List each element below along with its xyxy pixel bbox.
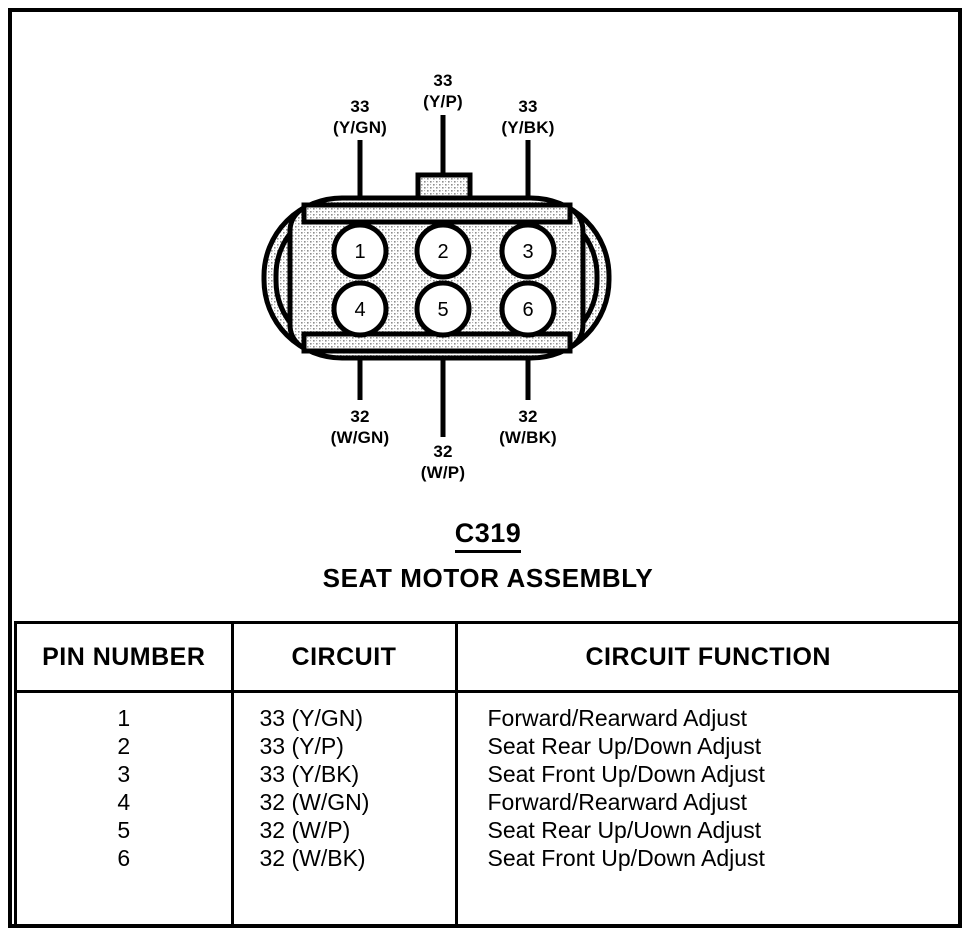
pin-number-1: 1	[354, 241, 365, 263]
wire-gauge: 33	[433, 71, 453, 90]
wire-color-code: (W/P)	[420, 463, 466, 482]
circuit-value: 32 (W/GN)	[259, 789, 370, 815]
wire-color-code: (Y/GN)	[332, 118, 388, 137]
circuit-value: 33 (Y/GN)	[259, 705, 364, 731]
wire-label-pin-5: 32 (W/P)	[401, 441, 485, 483]
wire-label-pin-6: 32 (W/BK)	[486, 406, 570, 448]
pin-cavity-1	[331, 222, 389, 280]
pin-number-3: 3	[522, 241, 533, 263]
pin-cavity-3	[499, 222, 557, 280]
pin-cavity-5	[414, 280, 472, 338]
wire-label-pin-4: 32 (W/GN)	[318, 406, 402, 448]
circuit-function-value: Seat Rear Up/Uown Adjust	[487, 817, 762, 843]
table-body-row: 1 2 3 4 5 6 33 (Y/GN) 33 (Y/P) 33 (Y/BK)	[17, 691, 959, 926]
wire-color-code: (Y/BK)	[501, 118, 555, 137]
wire-gauge: 32	[350, 407, 370, 426]
column-header-circuit-function: CIRCUIT FUNCTION	[456, 624, 959, 693]
circuit-function-value: Seat Front Up/Down Adjust	[487, 845, 765, 871]
assembly-name-title: SEAT MOTOR ASSEMBLY	[322, 563, 654, 593]
column-header-pin-number: PIN NUMBER	[17, 624, 234, 693]
wire-label-pin-2: 33 (Y/P)	[401, 70, 485, 112]
wire-gauge: 32	[518, 407, 538, 426]
pin-number-6: 6	[522, 299, 533, 321]
pin-cavity-2	[414, 222, 472, 280]
cell-circuit-functions: Forward/Rearward Adjust Seat Rear Up/Dow…	[456, 692, 959, 926]
wire-label-pin-1: 33 (Y/GN)	[318, 96, 402, 138]
wire-gauge: 32	[433, 442, 453, 461]
wire-label-pin-3: 33 (Y/BK)	[486, 96, 570, 138]
circuit-function-value: Seat Front Up/Down Adjust	[487, 761, 765, 787]
pin-number-value: 2	[117, 733, 131, 759]
circuit-value: 32 (W/BK)	[259, 845, 366, 871]
circuit-value: 32 (W/P)	[259, 817, 351, 843]
column-header-circuit: CIRCUIT	[232, 624, 458, 693]
cell-pin-numbers: 1 2 3 4 5 6	[17, 691, 234, 925]
wire-color-code: (W/GN)	[330, 428, 390, 447]
connector-top-rim	[301, 202, 573, 225]
circuit-function-value: Seat Rear Up/Down Adjust	[487, 733, 762, 759]
cell-circuits: 33 (Y/GN) 33 (Y/P) 33 (Y/BK) 32 (W/GN) 3…	[232, 691, 458, 925]
pin-cavity-6	[499, 280, 557, 338]
circuit-value: 33 (Y/BK)	[259, 761, 360, 787]
connector-body-graphic: 1 2 3 4 5 6	[261, 115, 612, 437]
pin-number-value: 3	[117, 761, 131, 787]
pin-number-value: 4	[117, 789, 131, 815]
pinout-table: PIN NUMBER CIRCUIT CIRCUIT FUNCTION 1 2 …	[14, 621, 962, 928]
connector-id-text: C319	[454, 518, 522, 553]
wire-gauge: 33	[518, 97, 538, 116]
pin-cavities	[331, 222, 557, 338]
circuit-function-value: Forward/Rearward Adjust	[487, 789, 748, 815]
wire-color-code: (W/BK)	[499, 428, 557, 447]
circuit-function-value: Forward/Rearward Adjust	[487, 705, 748, 731]
pin-cavity-4	[331, 280, 389, 338]
connector-id-title: C319	[0, 518, 976, 553]
pin-number-value: 5	[117, 817, 131, 843]
pin-number-4: 4	[354, 299, 365, 321]
pin-number-5: 5	[437, 299, 448, 321]
wire-gauge: 33	[350, 97, 370, 116]
pin-number-labels: 1 2 3 4 5 6	[354, 241, 533, 321]
connector-diagram: 33 (Y/GN) 33 (Y/P) 33 (Y/BK) 32 (W/GN) 3…	[0, 70, 976, 593]
pin-number-value: 6	[117, 845, 131, 871]
table-header-row: PIN NUMBER CIRCUIT CIRCUIT FUNCTION	[17, 624, 959, 693]
pin-number-value: 1	[117, 705, 131, 731]
wire-color-code: (Y/P)	[423, 92, 463, 111]
pin-number-2: 2	[437, 241, 448, 263]
circuit-value: 33 (Y/P)	[259, 733, 344, 759]
